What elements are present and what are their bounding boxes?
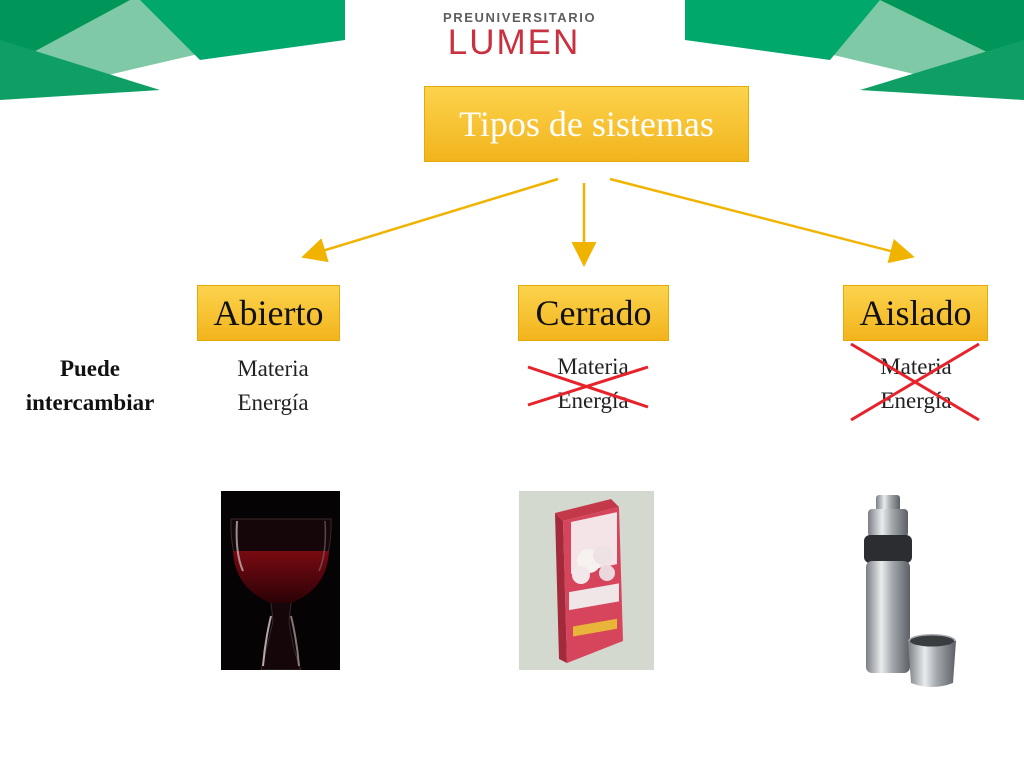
abierto-materia: Materia <box>237 356 309 381</box>
type-label-cerrado: Cerrado <box>535 293 652 333</box>
cerrado-cross-mark <box>527 365 649 409</box>
banner-right-mid <box>685 0 880 60</box>
header-banner <box>0 0 1024 100</box>
title-box: Tipos de sistemas <box>424 86 749 162</box>
type-box-abierto: Abierto <box>197 285 340 341</box>
wine-glass-image <box>221 491 340 670</box>
aislado-cross-mark <box>850 342 980 422</box>
thermos-image <box>864 495 956 687</box>
banner-right-low <box>860 40 1024 100</box>
row-label: Puede intercambiar <box>25 356 155 415</box>
abierto-exchanges: Materia Energía <box>213 352 333 420</box>
arrow-to-aislado <box>609 177 915 264</box>
aislado-energia: Energía <box>880 388 952 413</box>
type-label-aislado: Aislado <box>859 293 972 333</box>
logo-top-text: PREUNIVERSITARIO <box>443 10 597 25</box>
cerrado-materia: Materia <box>557 354 629 379</box>
abierto-energia: Energía <box>237 390 309 415</box>
banner-left-mid <box>140 0 345 60</box>
logo-main-text: LUMEN <box>447 23 581 62</box>
arrow-to-abierto <box>301 177 559 263</box>
type-label-abierto: Abierto <box>213 293 324 333</box>
diagram-title: Tipos de sistemas <box>459 104 714 144</box>
banner-left-low <box>0 40 160 100</box>
packaged-box-image <box>519 491 654 670</box>
type-box-cerrado: Cerrado <box>518 285 669 341</box>
lumen-logo: PREUNIVERSITARIO LUMEN <box>443 10 597 62</box>
type-box-aislado: Aislado <box>843 285 988 341</box>
